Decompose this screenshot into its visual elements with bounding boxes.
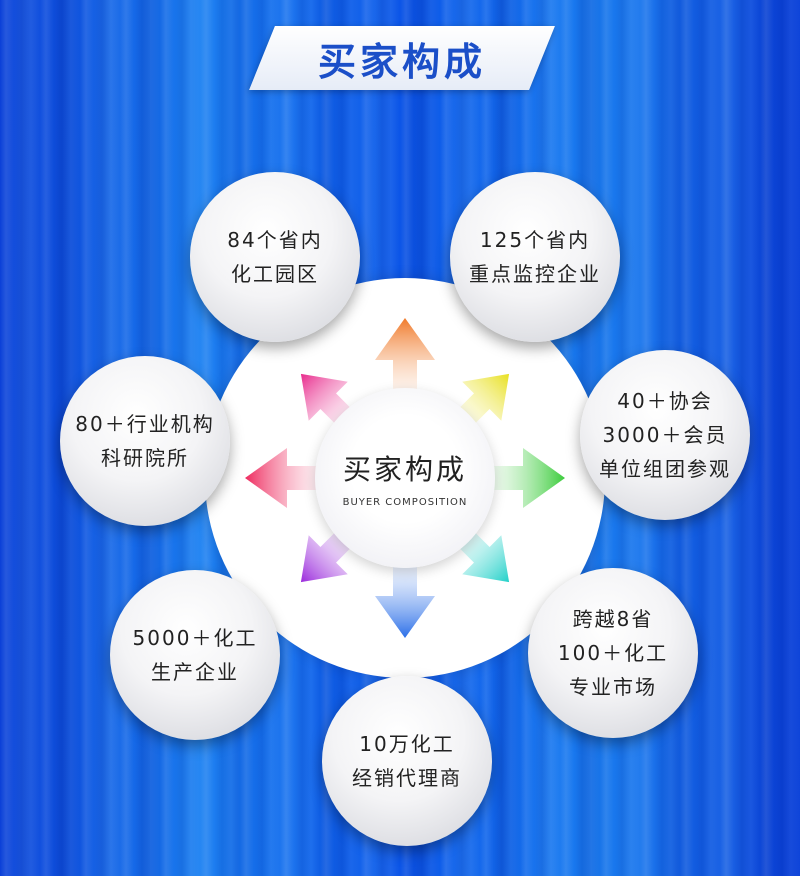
node-chemical-parks: 84个省内 化工园区	[190, 172, 360, 342]
node-line: 化工园区	[231, 262, 319, 286]
node-production-enterprises: 5000＋化工 生产企业	[110, 570, 280, 740]
node-line: 10万化工	[359, 732, 455, 756]
node-research-institutes: 80＋行业机构 科研院所	[60, 356, 230, 526]
node-line: 跨越8省	[572, 607, 654, 631]
node-line: 80＋行业机构	[75, 412, 215, 436]
node-line: 单位组团参观	[599, 457, 731, 481]
node-line: 生产企业	[151, 660, 239, 684]
center-circle	[315, 388, 495, 568]
node-line: 84个省内	[227, 228, 323, 252]
node-line: 科研院所	[101, 446, 189, 470]
center-title: 买家构成	[342, 453, 467, 486]
node-key-enterprises: 125个省内 重点监控企业	[450, 172, 620, 342]
node-line: 专业市场	[569, 675, 657, 699]
node-line: 3000＋会员	[602, 423, 728, 447]
node-line: 重点监控企业	[469, 262, 601, 286]
node-line: 40＋协会	[617, 389, 713, 413]
node-distributors: 10万化工 经销代理商	[322, 676, 492, 846]
page-title: 买家构成	[317, 39, 486, 84]
node-professional-markets: 跨越8省 100＋化工 专业市场	[528, 568, 698, 738]
node-line: 5000＋化工	[132, 626, 258, 650]
node-associations: 40＋协会 3000＋会员 单位组团参观	[580, 350, 750, 520]
center-subtitle: BUYER COMPOSITION	[342, 497, 468, 508]
node-line: 125个省内	[479, 228, 591, 252]
node-line: 100＋化工	[557, 641, 669, 665]
node-line: 经销代理商	[352, 766, 462, 790]
